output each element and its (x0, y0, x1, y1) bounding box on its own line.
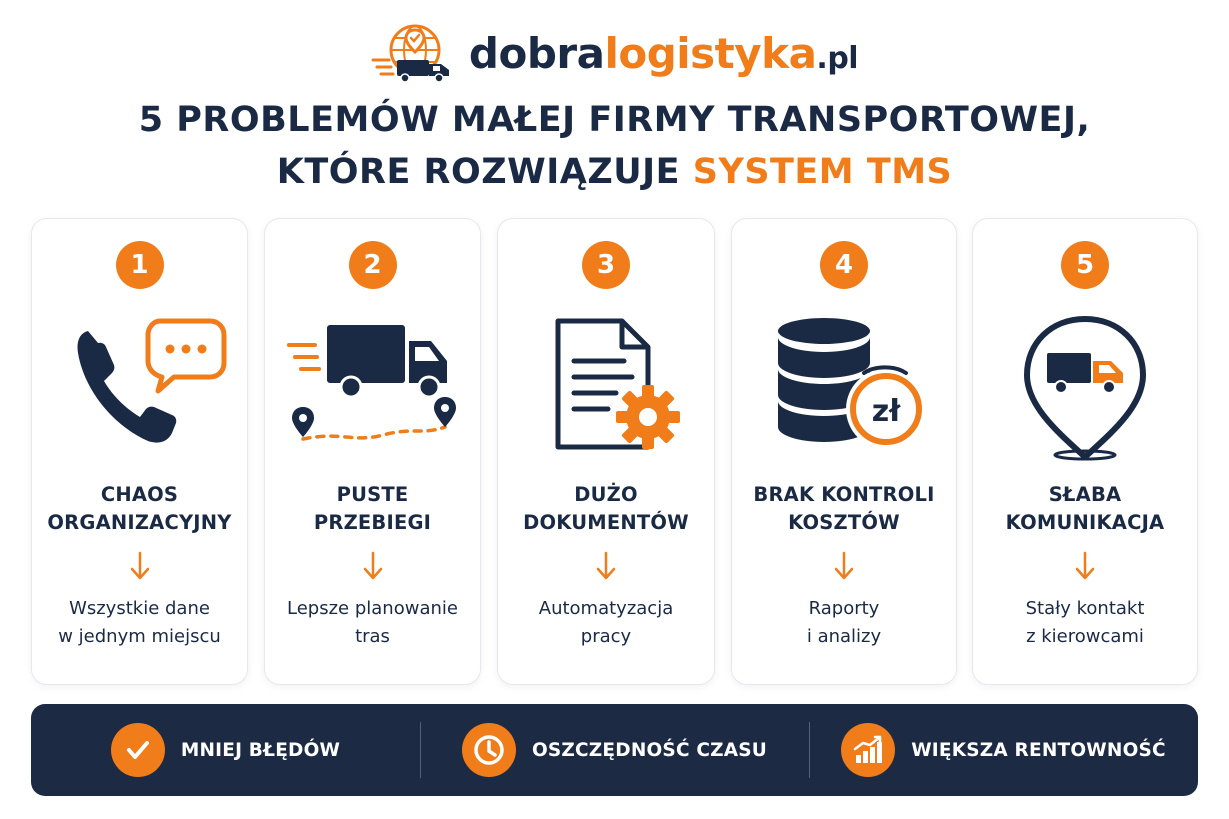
card-title: BRAK KONTROLI KOSZTÓW (732, 481, 956, 537)
benefit-time-savings: OSZCZĘDNOŚĆ CZASU (420, 704, 809, 796)
arrow-down-icon (130, 551, 149, 580)
card-title-line2: PRZEBIEGI (313, 511, 432, 534)
benefit-label: WIĘKSZA RENTOWNOŚĆ (911, 739, 1166, 761)
arrow-down-icon (596, 551, 616, 580)
card-title-line1: PUSTE (336, 483, 409, 506)
card-desc-line1: Wszystkie dane (69, 598, 210, 619)
card-description: Lepsze planowanie tras (265, 595, 480, 651)
benefit-fewer-errors: MNIEJ BŁĘDÓW (31, 704, 420, 796)
benefits-bar: MNIEJ BŁĘDÓW OSZCZĘDNOŚĆ CZASU WIĘKSZA R… (31, 704, 1198, 796)
card-desc-line2: tras (355, 626, 390, 647)
card-title-line2: KOMUNIKACJA (1005, 511, 1165, 534)
card-number: 2 (348, 241, 397, 289)
card-number: 4 (820, 241, 868, 289)
card-description: Wszystkie dane w jednym miejscu (32, 595, 247, 651)
card-desc-line2: i analizy (806, 626, 882, 647)
brand-name-suffix: .pl (816, 40, 859, 76)
card-description: Raporty i analizy (732, 595, 956, 651)
globe-truck-logo-icon (371, 24, 449, 83)
arrow-down-icon (1075, 551, 1095, 580)
card-desc-line2: w jednym miejscu (58, 626, 221, 647)
card-title-line2: ORGANIZACYJNY (47, 511, 232, 534)
benefit-label: OSZCZĘDNOŚĆ CZASU (531, 739, 768, 761)
document-gear-icon (555, 318, 680, 450)
card-desc-line1: Stały kontakt (1025, 598, 1145, 619)
problem-card-1: 1 CHAOS ORGANIZACYJNY Wszystkie dane w j… (31, 218, 248, 685)
growth-chart-icon (841, 723, 896, 777)
card-description: Automatyzacja pracy (498, 595, 714, 651)
truck-route-icon (286, 325, 456, 441)
location-truck-icon (1024, 316, 1146, 461)
card-description: Stały kontakt z kierowcami (973, 595, 1197, 651)
headline-line2-prefix: KTÓRE ROZWIĄZUJE (276, 152, 693, 192)
card-desc-line1: Lepsze planowanie (287, 598, 458, 619)
card-title: CHAOS ORGANIZACYJNY (32, 481, 247, 537)
card-title: SŁABA KOMUNIKACJA (973, 481, 1197, 537)
benefit-profitability: WIĘKSZA RENTOWNOŚĆ (809, 704, 1198, 796)
card-title-line2: KOSZTÓW (788, 511, 900, 534)
problem-card-2: 2 PUSTE PRZEBIEGI Lepsze planowanie tras (264, 218, 481, 685)
card-title: PUSTE PRZEBIEGI (265, 481, 480, 537)
card-desc-line2: z kierowcami (1026, 626, 1144, 647)
headline-line2: KTÓRE ROZWIĄZUJE SYSTEM TMS (0, 152, 1229, 192)
card-desc-line1: Automatyzacja (538, 598, 674, 619)
coin-label: zł (872, 394, 901, 429)
card-title-line1: DUŻO (574, 483, 638, 506)
card-desc-line2: pracy (580, 626, 632, 647)
benefit-label: MNIEJ BŁĘDÓW (180, 739, 341, 761)
headline-line1: 5 PROBLEMÓW MAŁEJ FIRMY TRANSPORTOWEJ, (138, 100, 1091, 140)
card-title-line1: BRAK KONTROLI (753, 483, 935, 506)
brand-name-part1: dobra (468, 28, 605, 78)
card-title-line1: CHAOS (100, 483, 179, 506)
brand-name-part2: logistyka (604, 28, 817, 78)
arrow-down-icon (834, 551, 854, 580)
card-number: 1 (115, 241, 164, 289)
arrow-down-icon (363, 551, 382, 580)
phone-chat-icon (76, 318, 226, 443)
headline-highlight: SYSTEM TMS (692, 152, 953, 192)
brand-header: dobralogistyka.pl (0, 18, 1229, 88)
card-title-line2: DOKUMENTÓW (523, 511, 689, 534)
checkmark-icon (110, 723, 165, 777)
clock-icon (461, 723, 516, 777)
card-number: 5 (1061, 241, 1109, 289)
card-desc-line1: Raporty (808, 598, 880, 619)
database-coin-icon: zł (778, 318, 926, 449)
card-title: DUŻO DOKUMENTÓW (498, 481, 714, 537)
brand-name: dobralogistyka.pl (468, 28, 859, 78)
card-title-line1: SŁABA (1048, 483, 1122, 506)
card-number: 3 (582, 241, 630, 289)
problem-card-4: 4 zł BRAK KONTROLI KOSZTÓW Raporty i ana… (731, 218, 957, 685)
problem-card-3: 3 DUŻO DOKUMENTÓW (497, 218, 715, 685)
problem-card-5: 5 SŁABA KOMUNIKACJA Stały kontakt z kier… (972, 218, 1198, 685)
